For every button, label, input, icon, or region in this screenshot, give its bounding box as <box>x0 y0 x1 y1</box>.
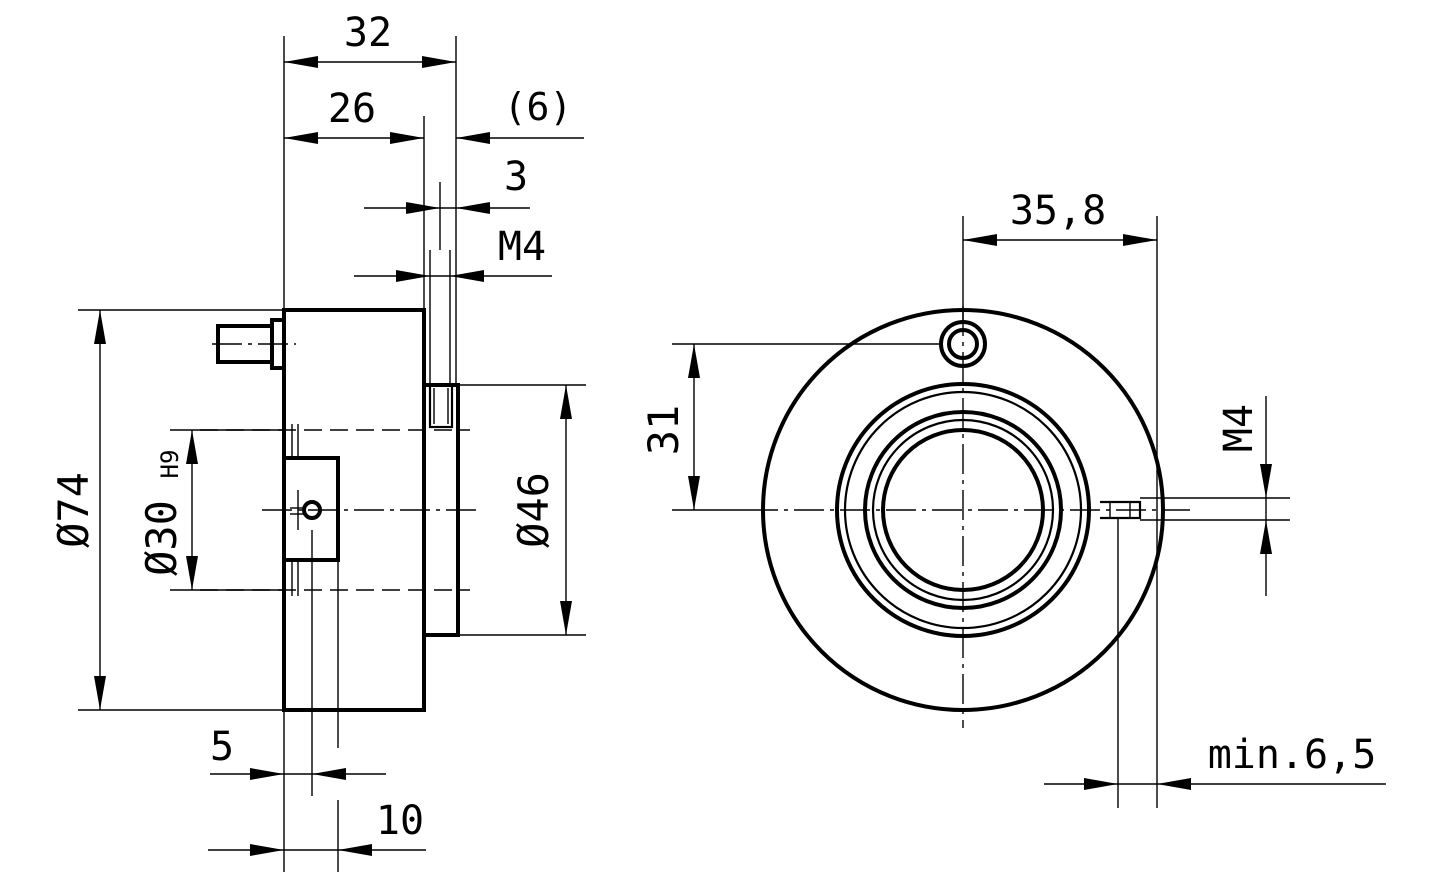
dim-dia30: Ø30 <box>137 500 186 576</box>
dim-h9: H9 <box>156 450 184 479</box>
front-view: 35,8 31 M4 min.6,5 <box>639 188 1386 808</box>
dim-6: (6) <box>504 85 573 129</box>
dim-31: 31 <box>639 405 688 456</box>
dim-3: 3 <box>504 154 528 200</box>
dim-m4-side: M4 <box>1216 404 1262 452</box>
dim-35-8: 35,8 <box>1010 188 1106 234</box>
dim-dia46: Ø46 <box>509 472 558 548</box>
dim-m4-top: M4 <box>498 224 546 270</box>
side-view: 32 26 (6) 3 M4 Ø74 Ø30 H9 <box>49 10 586 872</box>
dim-32: 32 <box>344 10 392 56</box>
dim-26: 26 <box>328 86 376 132</box>
dim-10: 10 <box>376 798 424 844</box>
dim-min-6-5: min.6,5 <box>1208 732 1377 778</box>
dim-5: 5 <box>210 724 234 770</box>
side-screw-block <box>282 456 340 562</box>
dim-dia74: Ø74 <box>49 472 98 548</box>
